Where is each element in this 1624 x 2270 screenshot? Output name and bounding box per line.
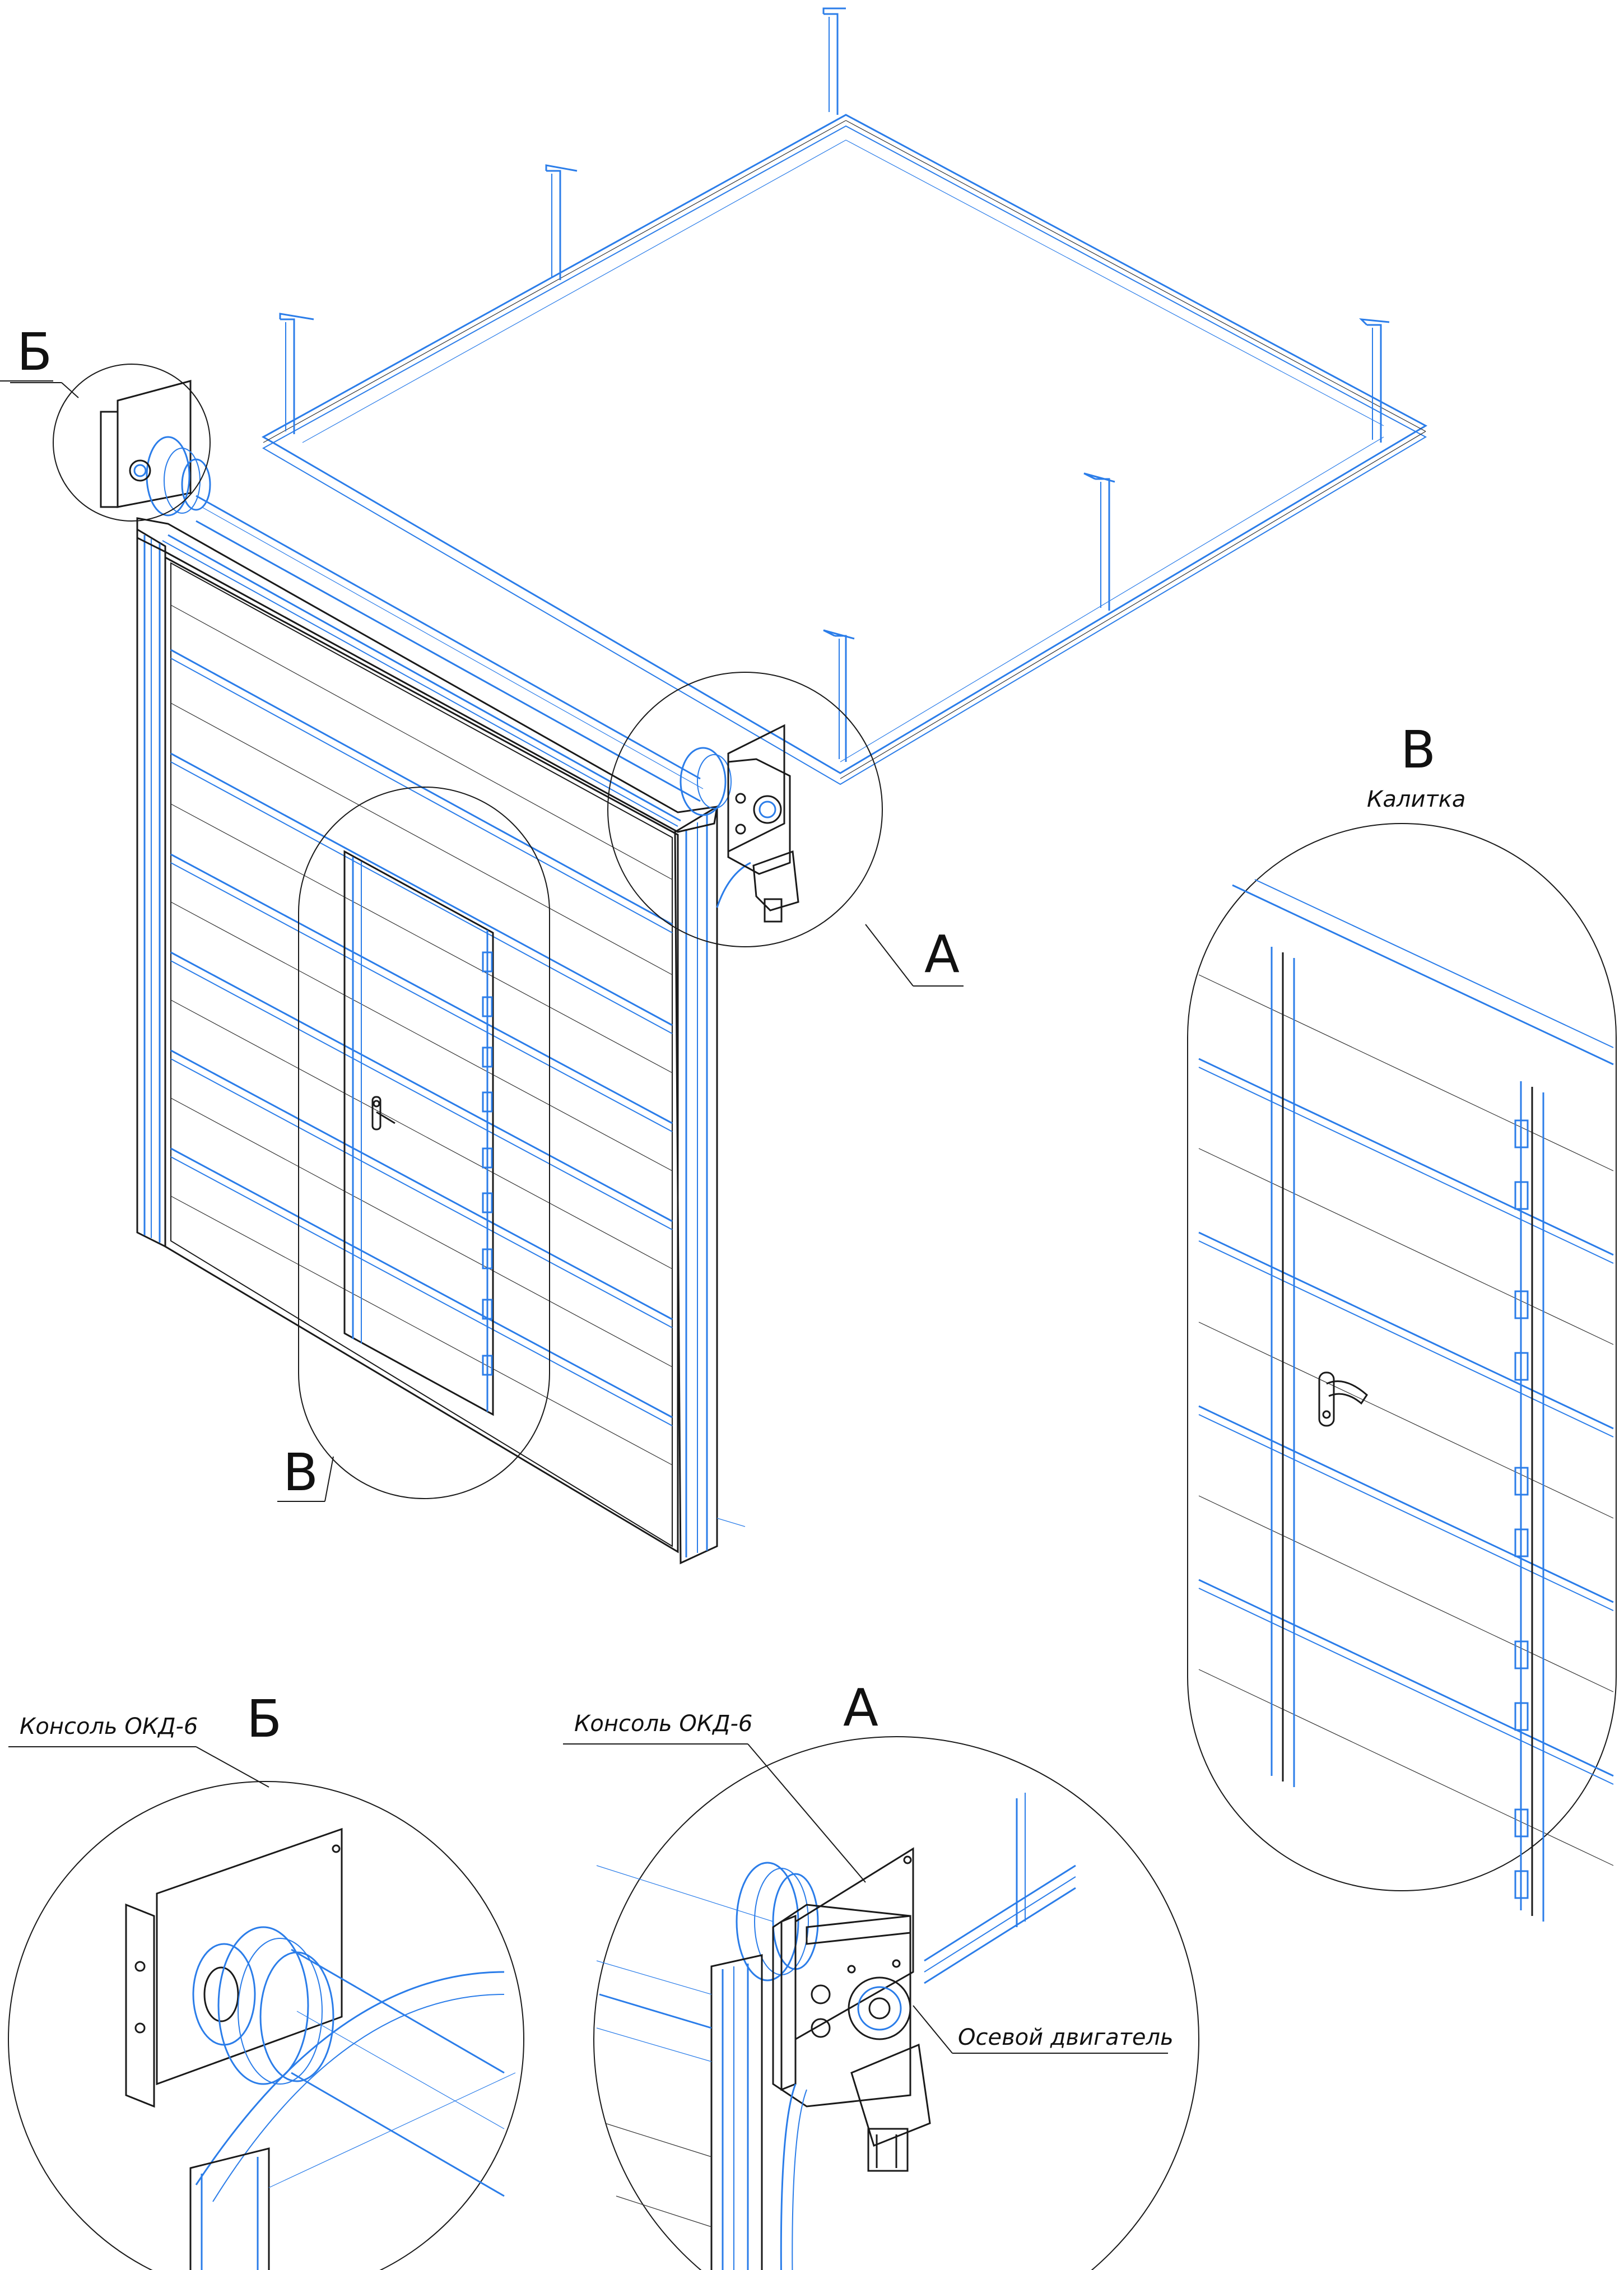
detail-v-content — [1198, 879, 1614, 1922]
ceiling-hangers — [279, 7, 1390, 762]
callout-slot-v — [277, 787, 550, 1502]
detail-b-leader — [196, 1746, 269, 1788]
detail-v-caption: Калитка — [1367, 787, 1465, 812]
detail-a-leader — [747, 1743, 866, 1883]
detail-b-letter: Б — [246, 1689, 282, 1749]
detail-a-letter: А — [843, 1678, 878, 1738]
detail-v-letter: В — [1400, 720, 1436, 780]
callout-letter-b: Б — [17, 322, 52, 382]
left-vertical-guide — [136, 528, 166, 1248]
detail-b-circle — [8, 1781, 524, 2270]
main-isometric-view: Б А В — [0, 7, 1428, 1565]
detail-a-motor-label: Осевой двигатель — [958, 2025, 1174, 2050]
wicket-door — [343, 850, 494, 1416]
detail-v-hinges — [1514, 1119, 1529, 1899]
detail-v-handle — [1318, 1371, 1368, 1427]
horizontal-track-frame — [261, 114, 1428, 785]
detail-a-motor-leader — [913, 2005, 953, 2054]
detail-v-wicket: В Калитка — [1187, 720, 1617, 1922]
callout-circle-a — [607, 672, 964, 987]
wicket-handle — [371, 1096, 395, 1131]
top-header-beam — [136, 517, 718, 833]
panel-texture — [170, 604, 673, 1466]
right-vertical-guide — [674, 805, 751, 1565]
callout-circle-b — [0, 364, 211, 522]
torsion-shaft — [196, 495, 704, 802]
right-drum-motor — [680, 724, 799, 923]
detail-a-right-console: А Консоль ОКД-6 Осевой двигатель — [563, 1678, 1199, 2270]
detail-a-console-label: Консоль ОКД-6 — [574, 1711, 752, 1737]
detail-a-circle — [593, 1736, 1199, 2270]
wicket-hinges — [482, 951, 493, 1376]
detail-a-content — [596, 1793, 1076, 2270]
panel-joints — [170, 649, 673, 1426]
detail-b-content — [125, 1827, 516, 2270]
left-drum-bracket — [100, 380, 211, 517]
detail-v-slot — [1187, 823, 1617, 1891]
detail-b-left-console: Б Консоль ОКД-6 — [8, 1689, 524, 2270]
door-leaf — [164, 556, 679, 1553]
callout-letter-v: В — [283, 1443, 318, 1503]
detail-b-console-label: Консоль ОКД-6 — [20, 1714, 198, 1739]
callout-letter-a: А — [924, 924, 960, 984]
